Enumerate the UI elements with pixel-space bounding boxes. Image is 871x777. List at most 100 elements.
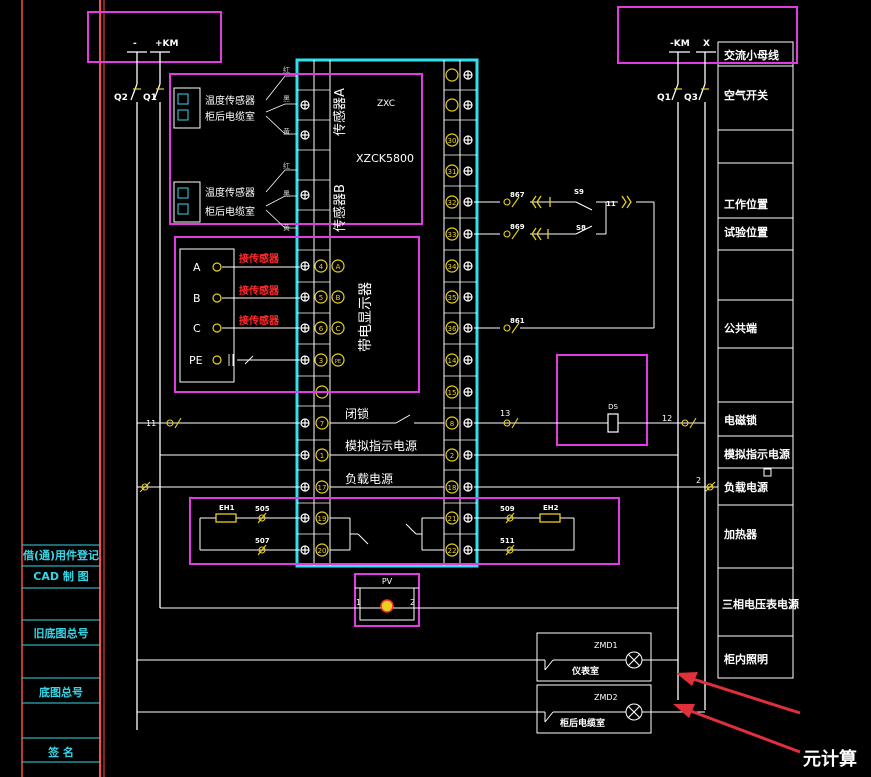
lock-label: 闭锁 xyxy=(345,406,369,421)
rterm-14: 14 xyxy=(448,357,457,365)
display-term-pe: PE xyxy=(335,359,341,365)
display-term-b: B xyxy=(336,294,341,302)
phase-a-label: A xyxy=(193,261,201,274)
node-507: 507 xyxy=(255,537,270,545)
display-term-6: 6 xyxy=(319,325,324,333)
heater-block: EH1 EH2 505 507 509 511 xyxy=(189,497,620,565)
frame-label-cad: CAD 制 图 xyxy=(33,569,88,583)
wire-13: 13 xyxy=(500,409,510,418)
controller-model: XZCK5800 xyxy=(356,152,414,165)
pv-terminal-1: 1 xyxy=(356,598,361,607)
zmd1-location: 仪表室 xyxy=(571,665,599,677)
live-display-title: 带电显示器 xyxy=(358,282,374,352)
col-label-3ph-voltmeter: 三相电压表电源 xyxy=(722,597,799,611)
phase-b-label: B xyxy=(193,292,201,305)
wire-11: 11 xyxy=(146,419,156,428)
switch-s8: S8 xyxy=(576,224,586,232)
bus-label-km: -KM xyxy=(670,39,690,49)
lterm-7: 7 xyxy=(320,420,324,428)
frame-label-old-drawing: 旧底图总号 xyxy=(34,626,89,640)
display-term-3: 3 xyxy=(319,357,323,365)
col-label-sim-power: 模拟指示电源 xyxy=(724,447,790,461)
col-label-work-position: 工作位置 xyxy=(724,197,768,211)
rterm-31: 31 xyxy=(448,168,457,176)
sim-power-label: 模拟指示电源 xyxy=(345,438,417,453)
pv-label: PV xyxy=(382,577,393,586)
wire-color-yellow-1: 黄 xyxy=(283,127,290,136)
rterm-21: 21 xyxy=(448,515,457,523)
rterm-18: 18 xyxy=(448,484,457,492)
sensor-b-label: 传感器B xyxy=(332,184,348,232)
wire-color-red-2: 红 xyxy=(283,161,290,170)
position-switch-circuit: 867 869 861 S9 S8 11 xyxy=(474,188,655,334)
display-term-a: A xyxy=(336,263,341,271)
rterm-22: 22 xyxy=(448,547,457,555)
col-label-heater: 加热器 xyxy=(723,527,758,541)
col-label-test-position: 试验位置 xyxy=(724,225,768,239)
lock-and-power-circuit: DS 11 13 12 2 闭锁 xyxy=(137,354,718,493)
lterm-19: 19 xyxy=(318,515,327,523)
frame-label-signature: 签 名 xyxy=(47,745,74,759)
cable-room-label-2: 柜后电缆室 xyxy=(205,205,255,218)
node-505: 505 xyxy=(255,505,270,513)
wire-color-yellow-2: 黄 xyxy=(283,223,290,232)
sensor-connect-a: 接传感器 xyxy=(239,252,280,265)
rterm-34: 34 xyxy=(448,263,457,271)
breaker-label-q3-right: Q3 xyxy=(684,93,698,103)
sensor-connect-c: 接传感器 xyxy=(239,314,280,327)
top-bus-area: - +KM -KM X Q2 Q1 Q1 Q3 xyxy=(87,6,798,730)
pv-terminal-2: 2 xyxy=(410,598,415,607)
col-label-magnetic-lock: 电磁锁 xyxy=(724,413,757,427)
left-title-frame: 借(通)用件登记 CAD 制 图 旧底图总号 底图总号 签 名 xyxy=(21,0,105,777)
sensor-connect-b: 接传感器 xyxy=(239,284,280,297)
switch-s9: S9 xyxy=(574,188,584,196)
zmd2-label: ZMD2 xyxy=(594,693,618,702)
controller-code: ZXC xyxy=(377,99,395,109)
rterm-32: 32 xyxy=(448,199,457,207)
lterm-20: 20 xyxy=(318,547,327,555)
watermark-logo: 元计算 xyxy=(803,748,857,770)
col-label-cabinet-light: 柜内照明 xyxy=(723,652,768,666)
right-label-column: 交流小母线 空气开关 工作位置 试验位置 公共端 电磁锁 模拟指示电源 负载电源… xyxy=(717,41,799,679)
node-11-small: 11 xyxy=(606,200,616,208)
breaker-label-q1-left: Q1 xyxy=(143,93,157,103)
lterm-1: 1 xyxy=(320,452,324,460)
bus-label-minus: - xyxy=(133,39,137,49)
left-terminal-numbers: 7 1 17 19 20 xyxy=(315,416,329,557)
terminal-block xyxy=(295,58,479,568)
rterm-2: 2 xyxy=(450,452,454,460)
col-label-air-switch: 空气开关 xyxy=(724,88,768,102)
live-display-block: A B C PE 接传感器 接传感器 接传感器 4 5 6 xyxy=(174,236,420,393)
rterm-36: 36 xyxy=(448,325,457,333)
cable-room-label-1: 柜后电缆室 xyxy=(205,110,255,123)
rterm-8: 8 xyxy=(450,420,454,428)
heater-eh1: EH1 xyxy=(219,504,235,512)
rterm-35: 35 xyxy=(448,294,457,302)
wire-color-black-2: 黑 xyxy=(283,190,290,198)
rterm-15: 15 xyxy=(448,389,457,397)
node-869: 869 xyxy=(510,223,525,231)
voltmeter-pv-block: PV 1 2 xyxy=(160,573,678,627)
wire-12: 12 xyxy=(662,414,672,423)
bus-label-x: X xyxy=(703,39,710,49)
display-term-4: 4 xyxy=(319,263,324,271)
bus-label-plus-km: +KM xyxy=(155,39,179,49)
col-label-load-power: 负载电源 xyxy=(724,480,768,494)
wire-2: 2 xyxy=(696,476,701,485)
frame-label-borrowed: 借(通)用件登记 xyxy=(22,548,99,562)
sensor-a-label: 传感器A xyxy=(332,88,348,136)
zmd1-label: ZMD1 xyxy=(594,641,618,650)
temp-sensor-label-1: 温度传感器 xyxy=(205,94,255,107)
lterm-17: 17 xyxy=(318,484,327,492)
red-annotation-arrows xyxy=(673,672,801,754)
ds-label: DS xyxy=(608,403,618,411)
col-label-ac-bus: 交流小母线 xyxy=(724,48,779,62)
col-label-common: 公共端 xyxy=(724,321,757,335)
display-term-c: C xyxy=(336,325,341,333)
rterm-30: 30 xyxy=(448,137,457,145)
right-terminal-numbers: 30 31 32 33 34 35 36 14 15 8 2 18 21 22 xyxy=(445,133,459,557)
display-term-5: 5 xyxy=(319,294,323,302)
zmd2-location: 柜后电缆室 xyxy=(559,717,605,729)
node-867: 867 xyxy=(510,191,525,199)
